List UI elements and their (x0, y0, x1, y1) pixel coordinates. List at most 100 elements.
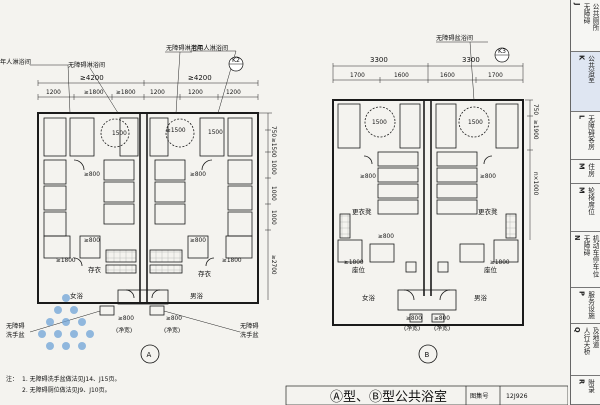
label-seat-left: 座位 (352, 265, 366, 274)
section-tab-label: 及地道 (591, 327, 599, 349)
dim-c1800a: ≥1800 (56, 258, 76, 264)
dim-4200-left: ≥4200 (80, 74, 104, 82)
label-basin-right-2: 洗手盆 (240, 331, 259, 339)
dim-c1800b: ≥1800 (222, 258, 242, 264)
label-clear-width-b1: (净宽) (404, 324, 420, 332)
dim-1800b: ≥1800 (116, 90, 136, 96)
dim-b-c800d: ≥800 (406, 316, 422, 322)
dim-c1500b: ≥1500 (166, 128, 186, 134)
section-tab-label: 无障碍客房 (586, 115, 595, 151)
label-locker-right: 存衣 (198, 269, 212, 278)
dim-b-c800e: ≥800 (434, 316, 450, 322)
dim-b-1600a: 1600 (394, 73, 409, 79)
dim-1800a: ≥1800 (84, 90, 104, 96)
dim-b-c800a: ≥800 (360, 174, 376, 180)
plan-a-outer-wall (37, 112, 259, 304)
plan-a-k2-marker (228, 56, 244, 72)
dim-b-1600b: 1600 (440, 73, 455, 79)
dim-b-1700a: 1700 (350, 73, 365, 79)
dim-r1000a: 1000 (270, 160, 276, 175)
dim-c800a: ≥800 (84, 172, 100, 178)
dim-r1000c: 1000 (270, 210, 276, 225)
watermark-logo (38, 294, 94, 350)
dim-b-c1500b: 1500 (468, 120, 483, 126)
dim-c800d: ≥800 (190, 238, 206, 244)
label-changing-bench-right: 更衣凳 (478, 207, 498, 216)
label-accessible-shower-mid: 无障碍淋浴间 (166, 44, 203, 52)
dim-b-c1800a: ≥1800 (344, 260, 364, 266)
drawing-sheet: 年人淋浴间 无障碍淋浴间 无障碍淋浴间 老年人淋浴间 K2 ≥4200 ≥420… (0, 34, 568, 405)
section-tab-label: 机动车停车位 (591, 235, 599, 278)
label-women-bath-a: 女浴 (70, 291, 84, 300)
section-tab-letter: M (577, 187, 586, 195)
title-block (285, 385, 568, 405)
section-tab-label: 轮椅席位 (586, 187, 595, 216)
note-2: 2. 无障碍厕位做法见J9、J10页。 (22, 386, 111, 394)
section-tab-letter: P (577, 291, 586, 297)
label-clear-width-b2: (净宽) (434, 324, 450, 332)
label-elderly-shower-left: 年人淋浴间 (0, 58, 31, 66)
label-locker-left: 存衣 (88, 265, 102, 274)
section-tab-letter: J (573, 3, 581, 6)
section-tab-label: 人行天桥 (582, 327, 590, 356)
label-elderly-shower-right: 老年人淋浴间 (191, 44, 228, 52)
dim-c1500a: 1500 (112, 131, 127, 137)
section-tab-letter: K (577, 55, 586, 61)
dim-c1500c: 1500 (208, 130, 223, 136)
atlas-number: 12J926 (506, 393, 528, 400)
dim-c800c: ≥800 (84, 238, 100, 244)
floor-plans-svg: 年人淋浴间 无障碍淋浴间 无障碍淋浴间 老年人淋浴间 K2 ≥4200 ≥420… (0, 34, 568, 405)
dim-c800b: ≥800 (190, 172, 206, 178)
svg-text:A: A (147, 351, 152, 359)
dim-b-c800c: ≥800 (378, 234, 394, 240)
label-women-bath-b: 女浴 (362, 293, 376, 302)
dim-b-r1900: ≥1900 (532, 120, 538, 140)
dim-b-c1800b: ≥1800 (490, 260, 510, 266)
label-clear-width-a2: (净宽) (164, 326, 180, 334)
plan-a-mark: A (140, 344, 160, 364)
label-clear-width-a1: (净宽) (116, 326, 132, 334)
section-tab-letter: R (577, 379, 586, 385)
section-tab-label: 附录 (586, 379, 595, 394)
dim-1200d: 1200 (226, 90, 241, 96)
dim-4200-right: ≥4200 (188, 74, 212, 82)
label-k3: K3 (498, 48, 506, 55)
note-label: 注： (6, 375, 18, 383)
plan-a (37, 112, 259, 316)
dim-1200c: 1200 (188, 90, 203, 96)
label-accessible-shower-top: 无障碍淋浴间 (68, 61, 105, 69)
dim-b-1700b: 1700 (488, 73, 503, 79)
plan-b-dimensions (332, 41, 533, 240)
dim-1200b: 1200 (150, 90, 165, 96)
plan-b-mark: B (418, 344, 438, 364)
label-men-bath-a: 男浴 (190, 291, 204, 300)
dim-1200a: 1200 (46, 90, 61, 96)
dim-r2700: ≥2700 (270, 255, 276, 275)
dim-c800f: ≥800 (166, 316, 182, 322)
dim-b-3300-right: 3300 (462, 56, 480, 64)
label-accessible-basin-bath: 无障碍盆浴间 (436, 34, 473, 42)
dim-b-3300-left: 3300 (370, 56, 388, 64)
section-tab-letter: M (577, 163, 586, 171)
title-block-title: Ⓐ型、Ⓑ型公共浴室 (330, 389, 447, 405)
dim-r1000b: 1000 (270, 186, 276, 201)
section-tab-label: 无障碍 (582, 235, 590, 257)
label-basin-right-1: 无障碍 (240, 322, 259, 330)
section-tab-letter: L (577, 115, 586, 120)
plan-b-outer-wall (332, 99, 524, 326)
dim-b-c800b: ≥800 (480, 174, 496, 180)
section-tab-label: 公共浴室 (586, 55, 595, 84)
label-seat-right: 座位 (484, 265, 498, 274)
plan-b (332, 99, 524, 326)
dim-b-r750: 750 (532, 104, 538, 115)
